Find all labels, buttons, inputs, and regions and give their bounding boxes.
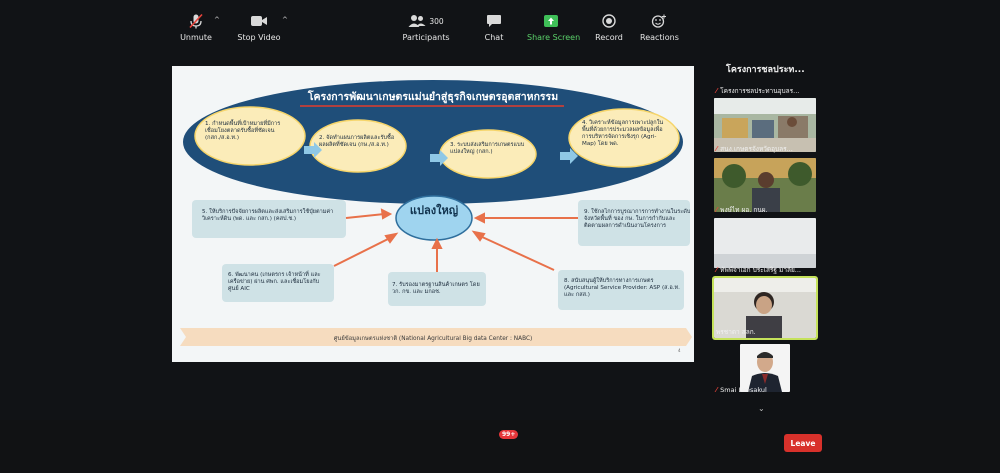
- stop-video-button[interactable]: Stop Video: [236, 12, 282, 42]
- participant-name: สนง.เกษตรจังหวัดอุบลร...: [720, 145, 793, 153]
- participant-video-4[interactable]: [714, 218, 816, 268]
- video-options-chevron-icon[interactable]: ^: [282, 16, 288, 24]
- video-feed: [714, 278, 816, 338]
- video-feed: [714, 158, 816, 212]
- shared-slide: โครงการพัฒนาเกษตรแม่นยำสู่ธุรกิจเกษตรอุต…: [172, 66, 694, 362]
- mic-muted-icon: ⁄: [716, 386, 718, 394]
- step-4-text: 4. วิเคราะห์ข้อมูลการเพาะปลูกในพื้นที่ด้…: [582, 120, 664, 147]
- record-label: Record: [595, 33, 623, 42]
- participants-count: 300: [429, 16, 444, 26]
- meeting-toolbar: [0, 420, 1000, 473]
- participant-name: พรชาดา สลก.: [716, 328, 756, 336]
- scroll-down-chevron-icon[interactable]: ⌄: [758, 404, 765, 413]
- box-9-text: 9. ใช้กลไกการบูรณาการการทำงานในระดับจังห…: [584, 209, 691, 229]
- video-feed: [714, 218, 816, 268]
- mic-muted-icon: ⁄: [716, 87, 718, 95]
- box-5-text: 5. ให้บริการปัจจัยการผลิตและส่งเสริมการใ…: [202, 209, 334, 222]
- participant-video-2[interactable]: [714, 98, 816, 152]
- participant-name: โครงการชลประทานอุบลร...: [720, 87, 800, 95]
- participant-name: ทัพพ์จาเอก ประเสริฐ มาลัย...: [720, 266, 801, 274]
- box-9: [578, 200, 690, 246]
- box-8-text: 8. สนับสนุนผู้ให้บริการทางการเกษตร (Agri…: [564, 278, 680, 298]
- slide-title: โครงการพัฒนาเกษตรแม่นยำสู่ธุรกิจเกษตรอุต…: [307, 91, 559, 103]
- participant-tile-2-name: ⁄ สนง.เกษตรจังหวัดอุบลร...: [716, 144, 793, 154]
- participants-icon: [408, 15, 426, 27]
- share-screen-icon: [527, 12, 575, 30]
- record-icon: [594, 12, 624, 30]
- chat-unread-badge: 99+: [499, 430, 519, 439]
- video-feed: [714, 98, 816, 152]
- mic-muted-icon: ⁄: [716, 206, 718, 214]
- participant-tile-6-name: ⁄ Smai Leesakul: [716, 386, 767, 394]
- reactions-button[interactable]: Reactions: [640, 12, 679, 42]
- box-6-text: 6. พัฒนาคน (เกษตรกร เจ้าหน้าที่ และเครือ…: [228, 272, 321, 292]
- video-camera-icon: [236, 12, 282, 30]
- mic-muted-icon: ⁄: [716, 266, 718, 274]
- step-1-oval: [194, 106, 306, 166]
- participant-video-3[interactable]: [714, 158, 816, 212]
- footer-band: [180, 328, 692, 346]
- mic-muted-icon: ⁄: [716, 145, 718, 153]
- step-3-text: 3. ระบบส่งเสริมการเกษตรแบบแปลงใหญ่ (กสก.…: [450, 142, 525, 155]
- center-oval: [395, 195, 473, 241]
- step-4-oval: [568, 108, 680, 168]
- participant-tile-3-name: ⁄ พงษ์ไท ผอ. กนผ.: [716, 205, 768, 215]
- box-5: [192, 200, 346, 238]
- reactions-label: Reactions: [640, 33, 679, 42]
- participant-tile-4-name: ⁄ ทัพพ์จาเอก ประเสริฐ มาลัย...: [716, 265, 801, 275]
- box-6: [222, 264, 334, 302]
- chat-button[interactable]: Chat: [481, 12, 507, 42]
- smiley-icon: [640, 12, 678, 30]
- participant-tile-5-name: พรชาดา สลก.: [716, 327, 756, 337]
- arrow-1-2: [304, 142, 322, 158]
- participant-video-active-speaker[interactable]: [712, 276, 818, 340]
- support-arrows: [333, 208, 578, 272]
- participant-name: Smai Leesakul: [720, 386, 767, 394]
- center-label: แปลงใหญ่: [409, 204, 459, 217]
- record-button[interactable]: Record: [594, 12, 624, 42]
- box-8: [558, 270, 684, 310]
- share-screen-button[interactable]: Share Screen: [527, 12, 581, 42]
- video-feed: [740, 344, 790, 392]
- participants-button[interactable]: 300 Participants: [402, 12, 450, 42]
- participant-name: พงษ์ไท ผอ. กนผ.: [720, 206, 768, 214]
- chat-label: Chat: [484, 33, 504, 42]
- leave-button[interactable]: Leave: [784, 434, 822, 452]
- participant-tile-1[interactable]: ⁄ โครงการชลประทานอุบลร...: [716, 86, 799, 96]
- step-2-text: 2. จัดทำแผนการผลิตและรับซื้อผลผลิตที่ชัด…: [319, 135, 395, 148]
- unmute-button[interactable]: Unmute: [176, 12, 216, 42]
- arrow-2-3: [430, 150, 448, 166]
- stop-video-label: Stop Video: [237, 33, 281, 42]
- slide-page-number: 4: [678, 348, 681, 353]
- box-7-text: 7. รับรองมาตรฐานสินค้าเกษตร โดย วก. กข. …: [392, 282, 480, 295]
- unmute-label: Unmute: [180, 33, 212, 42]
- participant-video-6[interactable]: [740, 344, 790, 392]
- chat-bubble-icon: [481, 12, 507, 30]
- participants-label: Participants: [402, 33, 450, 42]
- slide-footer: ศูนย์ข้อมูลเกษตรแห่งชาติ (National Agric…: [333, 336, 533, 342]
- slide-diagram: [180, 80, 692, 346]
- participant-panel: โครงการชลประท... ⁄ โครงการชลประทานอุบลร.…: [708, 50, 828, 420]
- panel-title[interactable]: โครงการชลประท...: [726, 65, 805, 75]
- microphone-muted-icon: [176, 12, 216, 30]
- box-7: [388, 272, 486, 306]
- process-ellipse: [183, 80, 683, 204]
- step-1-text: 1. กำหนดพื้นที่เป้าหมายที่มีการเชื่อมโยง…: [205, 121, 281, 141]
- arrow-3-4: [560, 148, 578, 164]
- audio-options-chevron-icon[interactable]: ^: [214, 16, 220, 24]
- share-screen-label: Share Screen: [527, 33, 581, 42]
